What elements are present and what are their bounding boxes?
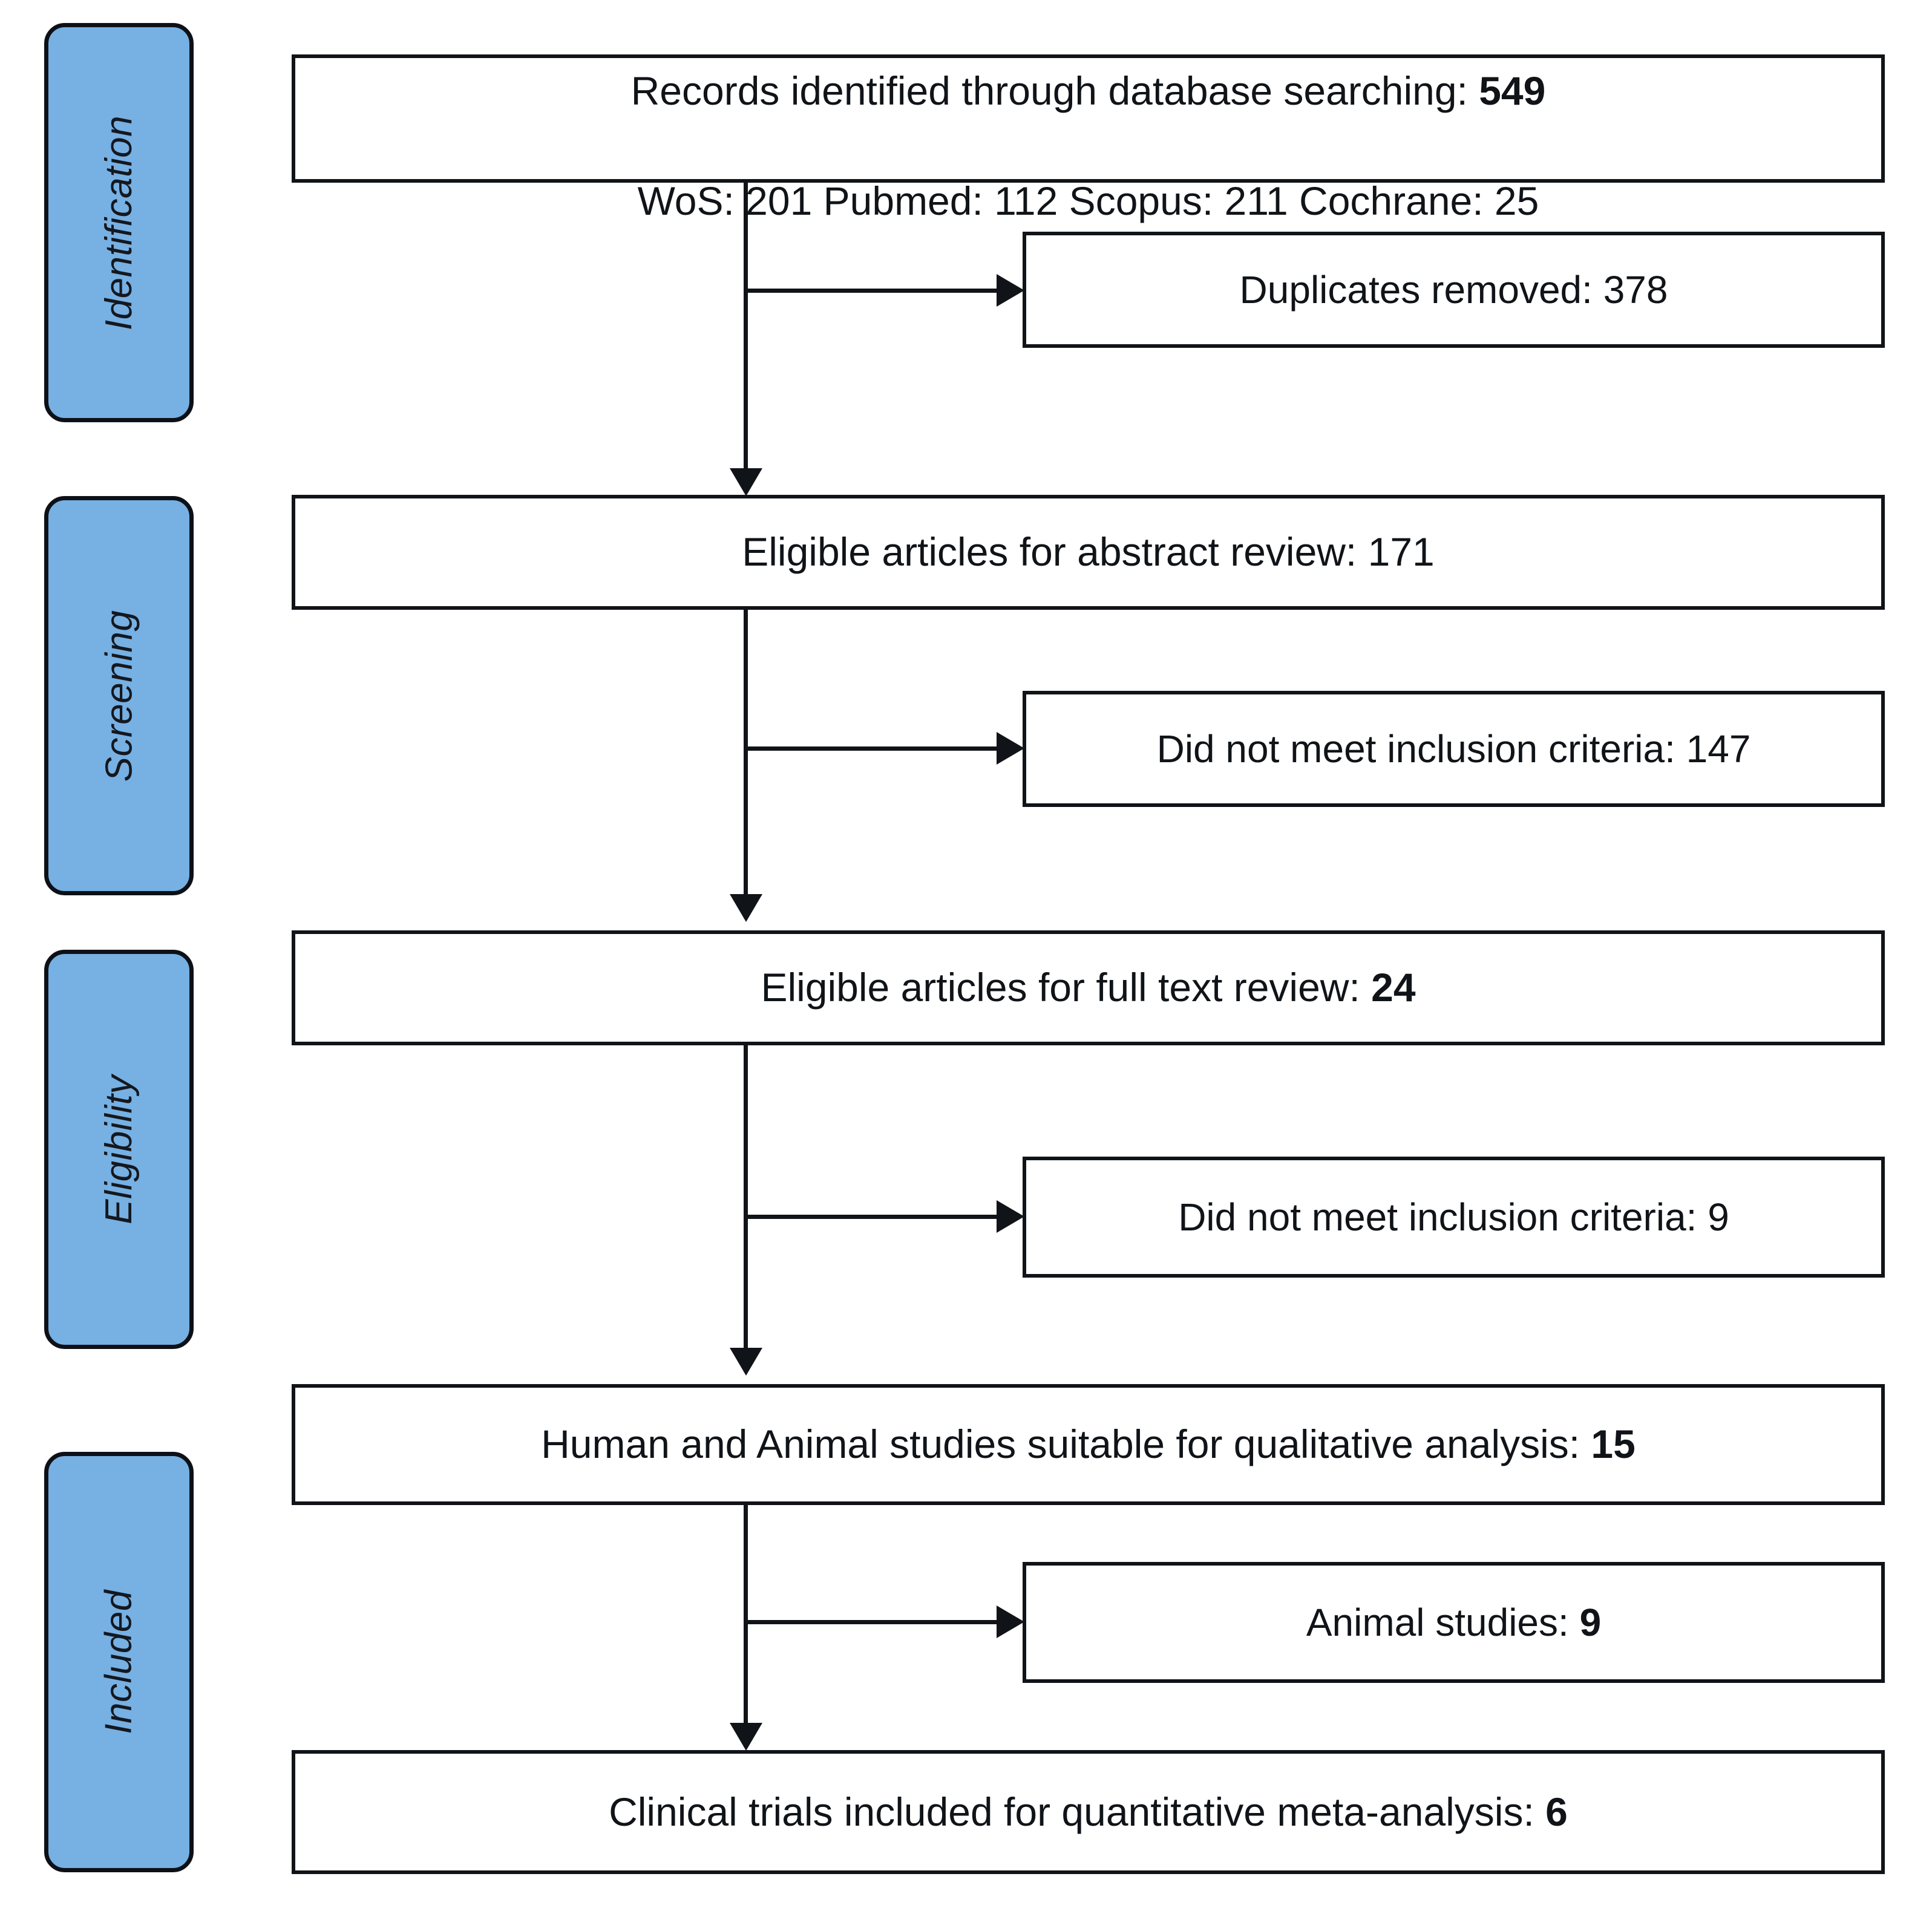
stage-label-screening: Screening — [98, 610, 140, 782]
stage-label-identification: Identification — [98, 115, 140, 330]
arrow-down-to-meta-analysis — [730, 1723, 762, 1751]
arrow-down-to-qualitative-analysis — [730, 1348, 762, 1376]
connector-excluded-abstract-horizontal — [744, 746, 1004, 751]
box-excluded-abstract-text: Did not meet inclusion criteria: 147 — [1156, 727, 1751, 771]
records-identified-line2: WoS: 201 Pubmed: 112 Scopus: 211 Cochran… — [637, 178, 1539, 224]
box-duplicates-removed-text: Duplicates removed: 378 — [1239, 267, 1668, 312]
connector-excluded-full-text-horizontal — [744, 1215, 1004, 1219]
connector-animal-studies-horizontal — [744, 1620, 1004, 1624]
arrow-down-to-abstract-review — [730, 468, 762, 496]
box-abstract-review-text: Eligible articles for abstract review: 1… — [742, 529, 1435, 575]
stage-label-included: Included — [98, 1590, 140, 1734]
box-qualitative-analysis-text: Human and Animal studies suitable for qu… — [541, 1422, 1636, 1467]
connector-screening-vertical — [744, 610, 748, 918]
connector-eligibility-vertical — [744, 1045, 748, 1372]
stage-pill-included: Included — [44, 1452, 194, 1872]
box-qualitative-analysis: Human and Animal studies suitable for qu… — [292, 1384, 1885, 1505]
box-quantitative-meta-analysis-text: Clinical trials included for quantitativ… — [609, 1789, 1568, 1834]
stage-pill-screening: Screening — [44, 496, 194, 895]
arrow-right-to-excluded-abstract — [997, 732, 1024, 765]
box-excluded-abstract: Did not meet inclusion criteria: 147 — [1023, 691, 1885, 807]
box-records-identified: Records identified through database sear… — [292, 54, 1885, 223]
box-animal-studies-text: Animal studies: 9 — [1306, 1600, 1602, 1644]
box-excluded-full-text-text: Did not meet inclusion criteria: 9 — [1178, 1195, 1729, 1239]
connector-included-vertical — [744, 1505, 748, 1747]
stage-pill-eligibility: Eligibility — [44, 950, 194, 1349]
stage-label-eligibility: Eligibility — [98, 1074, 140, 1224]
arrow-down-to-full-text-review — [730, 894, 762, 922]
records-identified-line1: Records identified through database sear… — [630, 68, 1546, 113]
box-abstract-review: Eligible articles for abstract review: 1… — [292, 495, 1885, 610]
box-full-text-review-text: Eligible articles for full text review: … — [761, 965, 1416, 1010]
box-animal-studies: Animal studies: 9 — [1023, 1562, 1885, 1683]
connector-duplicates-horizontal — [744, 289, 1004, 293]
arrow-right-to-animal-studies — [997, 1605, 1024, 1638]
arrow-right-to-excluded-full-text — [997, 1200, 1024, 1233]
connector-identification-vertical — [744, 183, 748, 491]
box-records-identified-text: Records identified through database sear… — [615, 8, 1562, 229]
stage-pill-identification: Identification — [44, 23, 194, 422]
box-duplicates-removed: Duplicates removed: 378 — [1023, 232, 1885, 348]
box-excluded-full-text: Did not meet inclusion criteria: 9 — [1023, 1157, 1885, 1278]
box-quantitative-meta-analysis: Clinical trials included for quantitativ… — [292, 1750, 1885, 1874]
arrow-right-to-duplicates — [997, 274, 1024, 307]
box-full-text-review: Eligible articles for full text review: … — [292, 930, 1885, 1045]
